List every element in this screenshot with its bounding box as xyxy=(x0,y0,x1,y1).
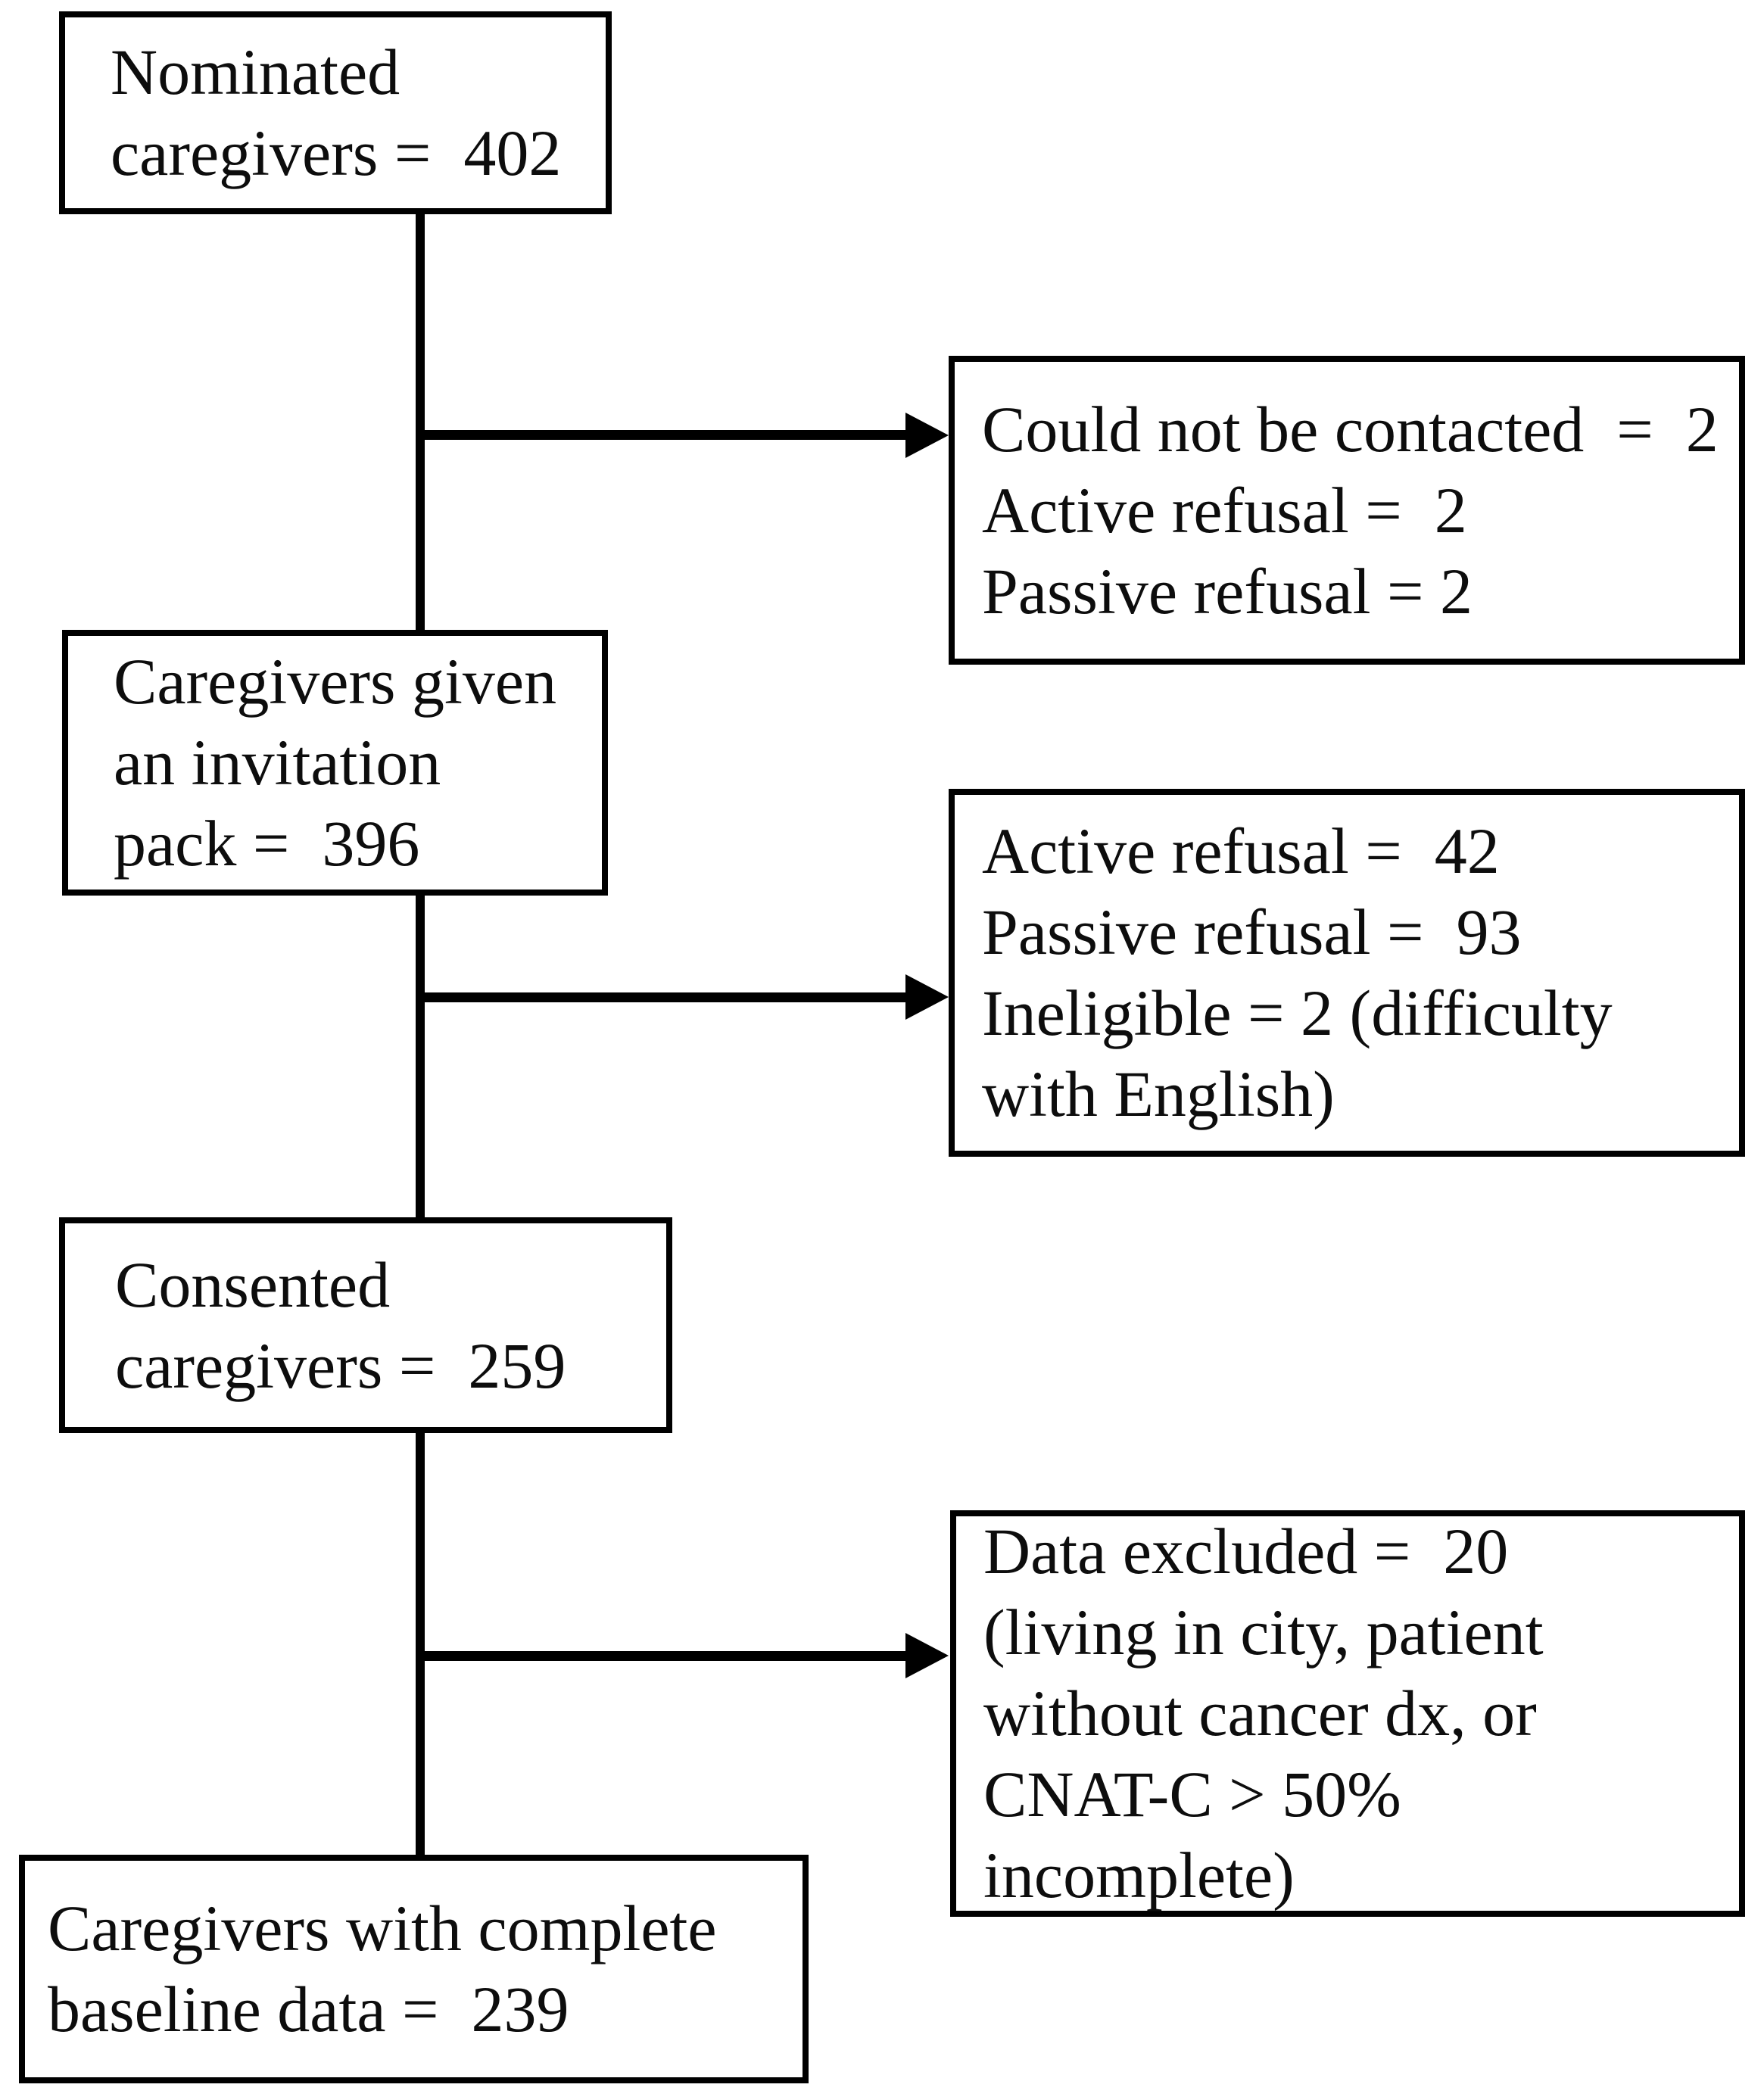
arrowhead-icon xyxy=(905,413,949,458)
branch-arrow-line-3 xyxy=(420,1651,905,1661)
branch-arrow-line-1 xyxy=(420,430,905,440)
exclusion-box-text: Data excluded = 20 (living in city, pati… xyxy=(983,1515,1544,1911)
flow-box-nominated-caregivers: Nominated caregivers = 402 xyxy=(59,11,612,214)
exclusion-box-after-invitation: Active refusal = 42 Passive refusal = 93… xyxy=(949,789,1745,1157)
main-connector-line xyxy=(416,214,425,1855)
exclusion-box-after-consent: Data excluded = 20 (living in city, pati… xyxy=(950,1510,1745,1917)
arrowhead-icon xyxy=(905,1633,949,1678)
flow-box-text: Consented caregivers = 259 xyxy=(115,1248,566,1402)
flow-box-complete-baseline-data: Caregivers with complete baseline data =… xyxy=(19,1855,809,2083)
exclusion-box-text: Could not be contacted = 2 Active refusa… xyxy=(982,392,1719,628)
exclusion-box-text: Active refusal = 42 Passive refusal = 93… xyxy=(982,815,1613,1130)
flow-box-text: Caregivers given an invitation pack = 39… xyxy=(114,645,557,880)
exclusion-box-after-nomination: Could not be contacted = 2 Active refusa… xyxy=(949,356,1745,665)
flow-box-consented-caregivers: Consented caregivers = 259 xyxy=(59,1217,672,1433)
flow-box-text: Nominated caregivers = 402 xyxy=(111,36,562,189)
branch-arrow-line-2 xyxy=(420,992,905,1002)
arrowhead-icon xyxy=(905,974,949,1020)
flow-box-text: Caregivers with complete baseline data =… xyxy=(48,1892,717,2045)
flow-box-invitation-pack: Caregivers given an invitation pack = 39… xyxy=(62,630,608,896)
